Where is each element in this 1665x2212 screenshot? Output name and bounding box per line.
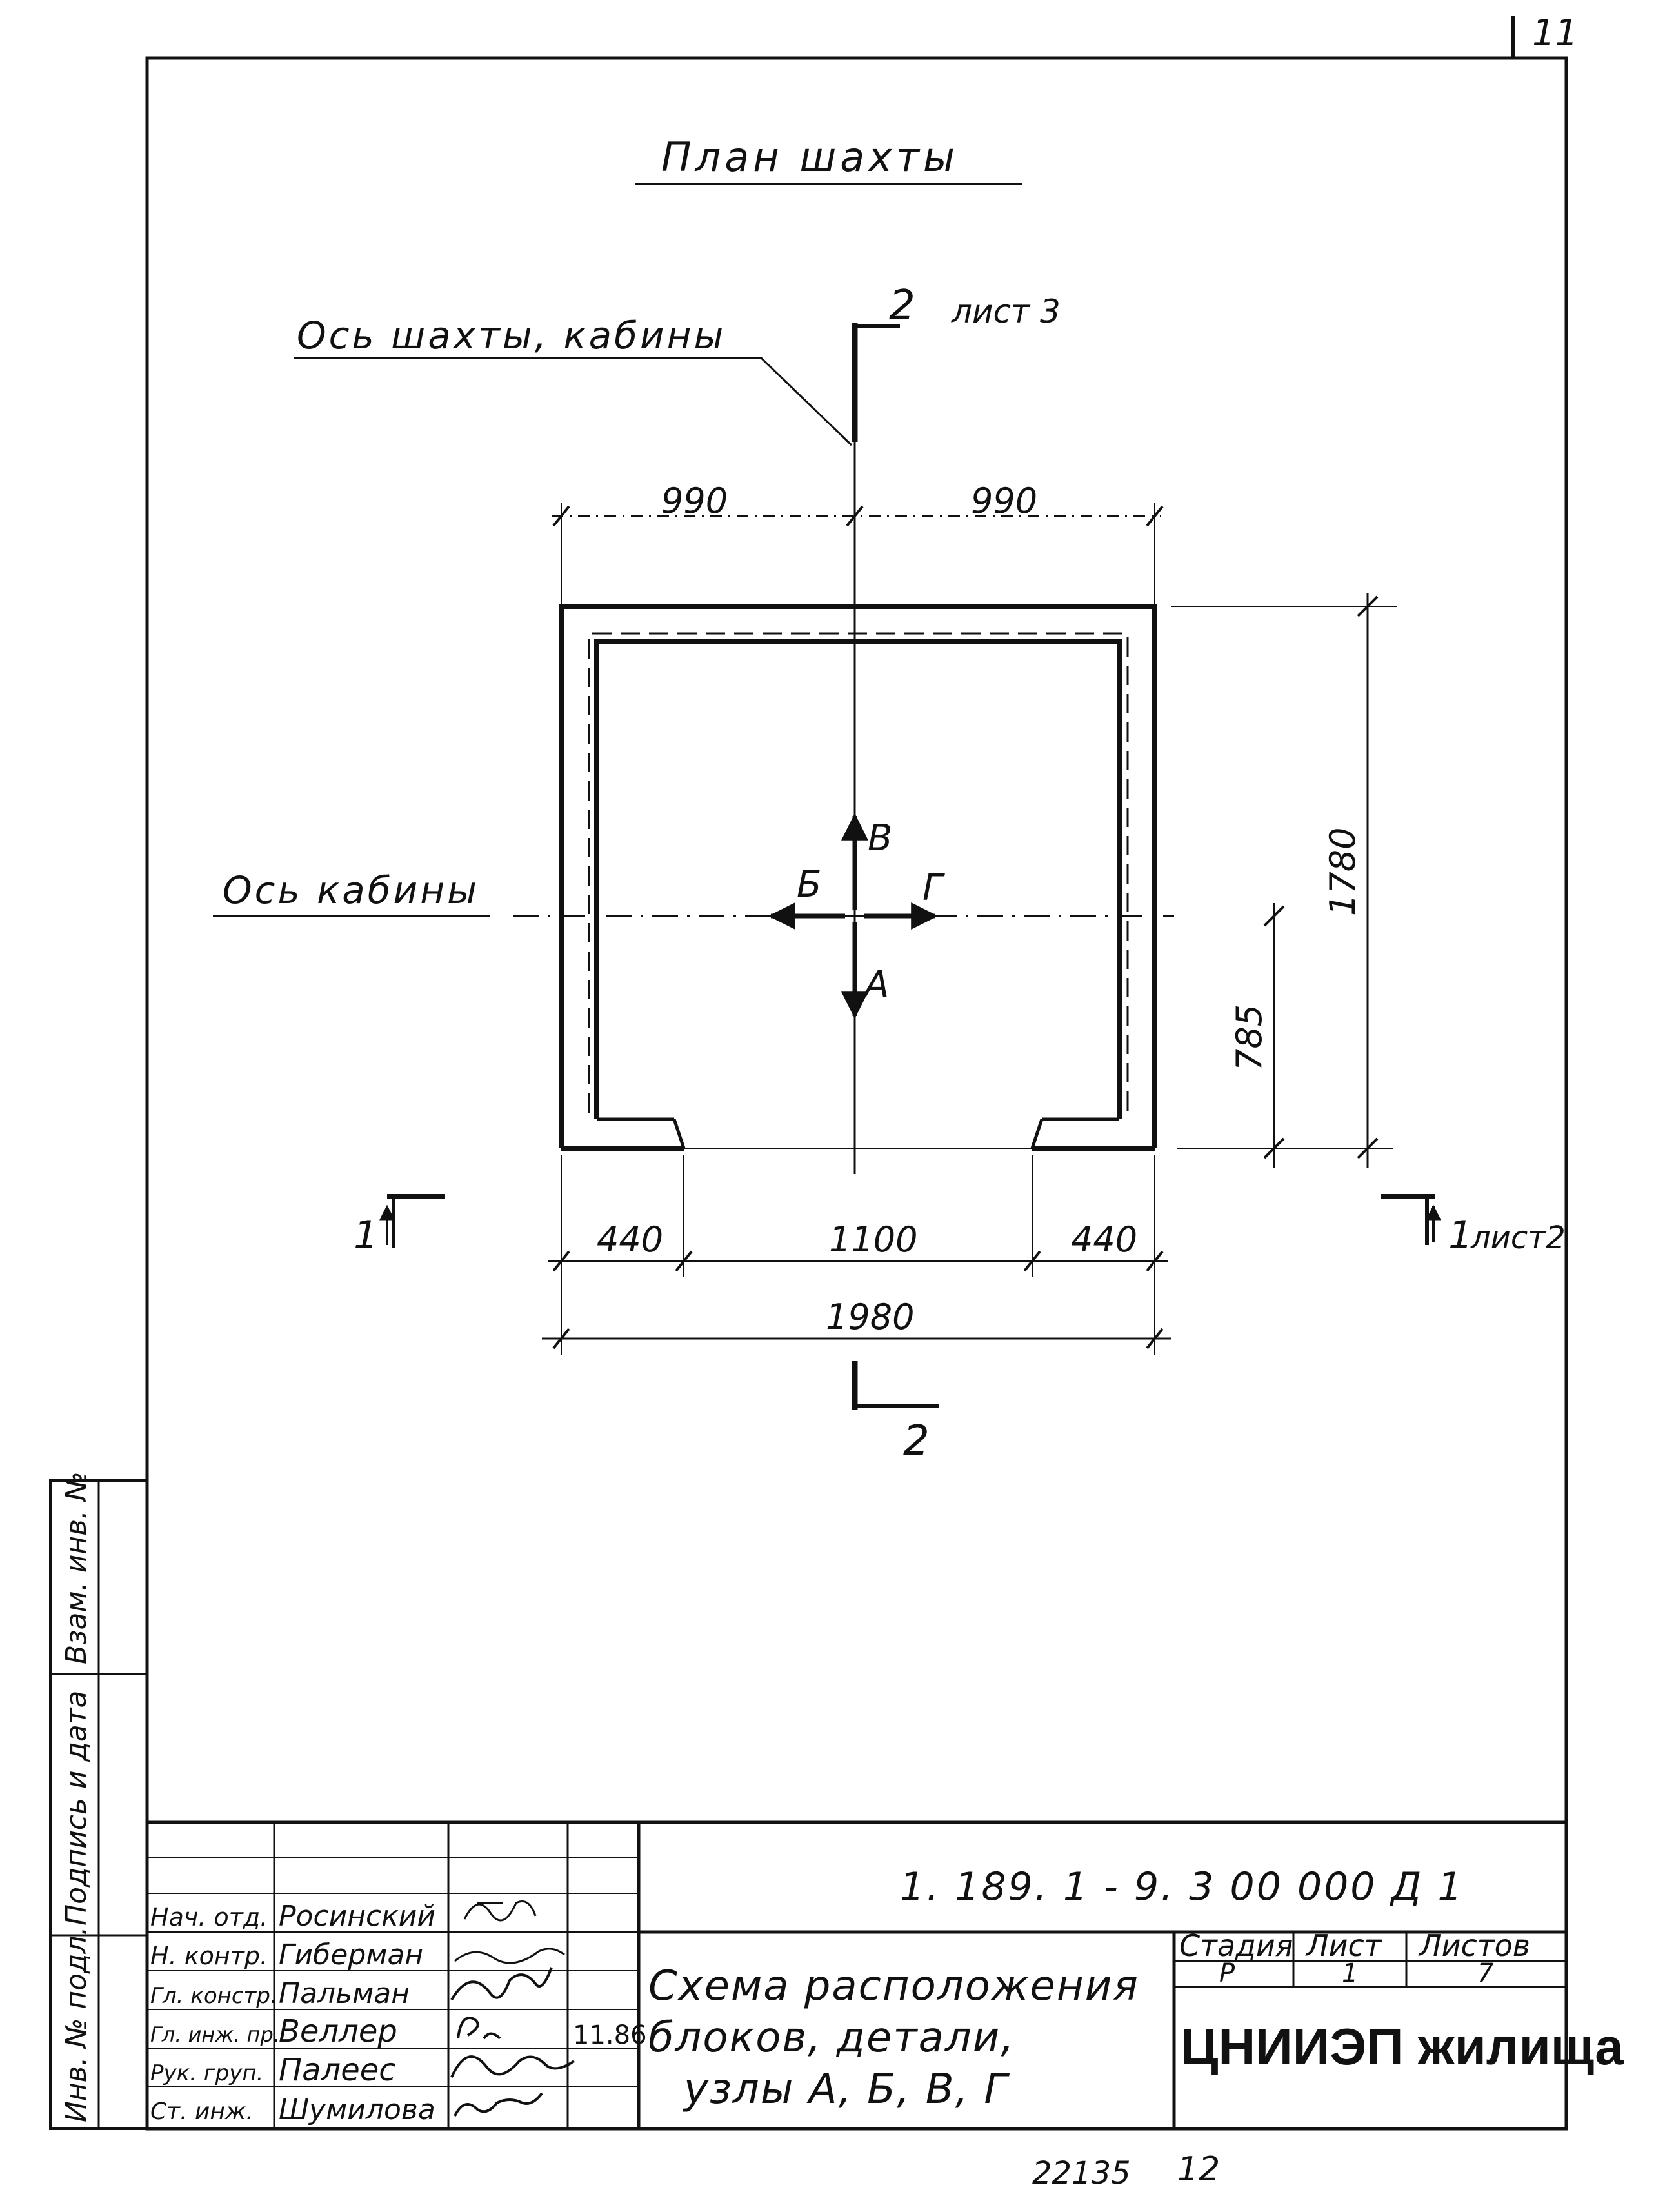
dim-right-height: 1780 [1322, 828, 1363, 916]
section2-top-sheet: лист 3 [951, 293, 1061, 330]
sheets-value: 7 [1477, 1958, 1494, 1988]
signature-3 [457, 2017, 501, 2040]
stage-label: Стадия [1179, 1928, 1293, 1963]
sheet-value: 1 [1342, 1958, 1358, 1988]
dim-bottom-chain-tick-1 [552, 1250, 570, 1272]
dim-bottom-left: 440 [597, 1219, 663, 1260]
signature-4 [450, 2055, 575, 2078]
side-stamp-vzam-inv: Взам. инв. № [60, 1471, 93, 1664]
people-name-4: Палеес [279, 2052, 396, 2088]
signature-0 [463, 1900, 537, 1922]
side-stamp-podpis-data: Подпись и дата [60, 1691, 93, 1926]
title-block-frame [145, 1820, 1568, 2131]
people-role-2: Гл. констр. [150, 1983, 277, 2009]
signature-5 [454, 2092, 543, 2117]
dim-bottom-chain-tick-3 [1023, 1250, 1041, 1272]
dim-bottom-middle: 1100 [829, 1219, 917, 1260]
document-title-line2: блоков, детали, [648, 2014, 1015, 2062]
section2-top-number: 2 [889, 282, 915, 330]
date-note: 11.86 [573, 2020, 647, 2050]
axis-cabin-label: Ось кабины [223, 868, 479, 912]
people-name-2: Пальман [279, 1977, 410, 2010]
dim-right-height-tick-bottom [1357, 1137, 1379, 1159]
people-role-3: Гл. инж. пр. [150, 2022, 280, 2047]
people-role-1: Н. контр. [150, 1942, 268, 1970]
dim-top-right: 990 [971, 481, 1037, 521]
door-jamb-right [1030, 1119, 1044, 1149]
people-name-3: Веллер [279, 2013, 397, 2049]
dim-right-partial: 785 [1229, 1004, 1270, 1071]
people-role-4: Рук. груп. [150, 2060, 263, 2086]
axis-shaft-cabin-leader [294, 357, 853, 446]
organization: ЦНИИЭП жилища [1181, 2018, 1624, 2075]
document-title-line3: узлы А, Б, В, Г [683, 2066, 1010, 2113]
dim-top-tick-left [552, 505, 570, 527]
dim-bottom-right: 440 [1071, 1219, 1137, 1260]
shaft-inner-wall [594, 639, 1122, 1119]
plan-title: План шахты [661, 134, 959, 181]
section1-right-number: 1 [1448, 1213, 1473, 1258]
dim-bottom-total-tick-left [552, 1328, 570, 1350]
document-title-line1: Схема расположения [648, 1962, 1139, 2010]
door-jamb-left [672, 1119, 686, 1149]
dir-up-label: В [868, 817, 892, 859]
sheet-label: Лист [1305, 1928, 1382, 1963]
dim-right-height-tick-top [1357, 595, 1379, 617]
dim-bottom-total-tick-right [1146, 1328, 1164, 1350]
dir-right-label: Г [922, 867, 945, 909]
section2-bottom-number: 2 [903, 1417, 930, 1465]
dim-bottom-total: 1980 [826, 1297, 914, 1337]
dim-top-tick-mid [846, 505, 864, 527]
dir-down-label: А [862, 964, 889, 1006]
people-name-5: Шумилова [279, 2093, 435, 2126]
dim-bottom-chain-tick-2 [675, 1250, 693, 1272]
dim-top-left: 990 [661, 481, 728, 521]
signature-2 [450, 1967, 553, 2001]
dim-right-partial-tick-bottom [1263, 1137, 1285, 1159]
section1-right-sheet: лист2 [1470, 1220, 1566, 1256]
section1-left-number: 1 [354, 1213, 378, 1258]
title-block: Нач. отд. Росинский Н. контр. Гиберман Г… [145, 1820, 1624, 2131]
people-name-0: Росинский [279, 1900, 435, 1933]
shaft-outer-wall [559, 604, 1157, 1148]
sheets-label: Листов [1418, 1928, 1530, 1963]
bottom-note-right: 12 [1177, 2150, 1220, 2189]
page-number: 11 [1532, 12, 1578, 54]
dim-bottom-chain-tick-4 [1146, 1250, 1164, 1272]
people-role-5: Ст. инж. [150, 2098, 254, 2125]
bottom-note-left: 22135 [1032, 2155, 1131, 2191]
side-stamp-inv-podl: Инв. № подл. [60, 1926, 93, 2122]
signature-1 [454, 1948, 565, 1964]
document-code: 1. 189. 1 - 9. 3 00 000 Д 1 [900, 1864, 1464, 1909]
people-role-0: Нач. отд. [150, 1903, 268, 1931]
stage-value: Р [1219, 1958, 1235, 1988]
cabin-dashed-contour [588, 632, 1129, 1113]
people-name-1: Гиберман [279, 1938, 423, 1971]
dim-right-partial-tick-top [1263, 905, 1285, 927]
dim-top-tick-right [1146, 505, 1164, 527]
axis-shaft-cabin-label: Ось шахты, кабины [297, 314, 726, 357]
dir-left-label: Б [797, 864, 821, 906]
